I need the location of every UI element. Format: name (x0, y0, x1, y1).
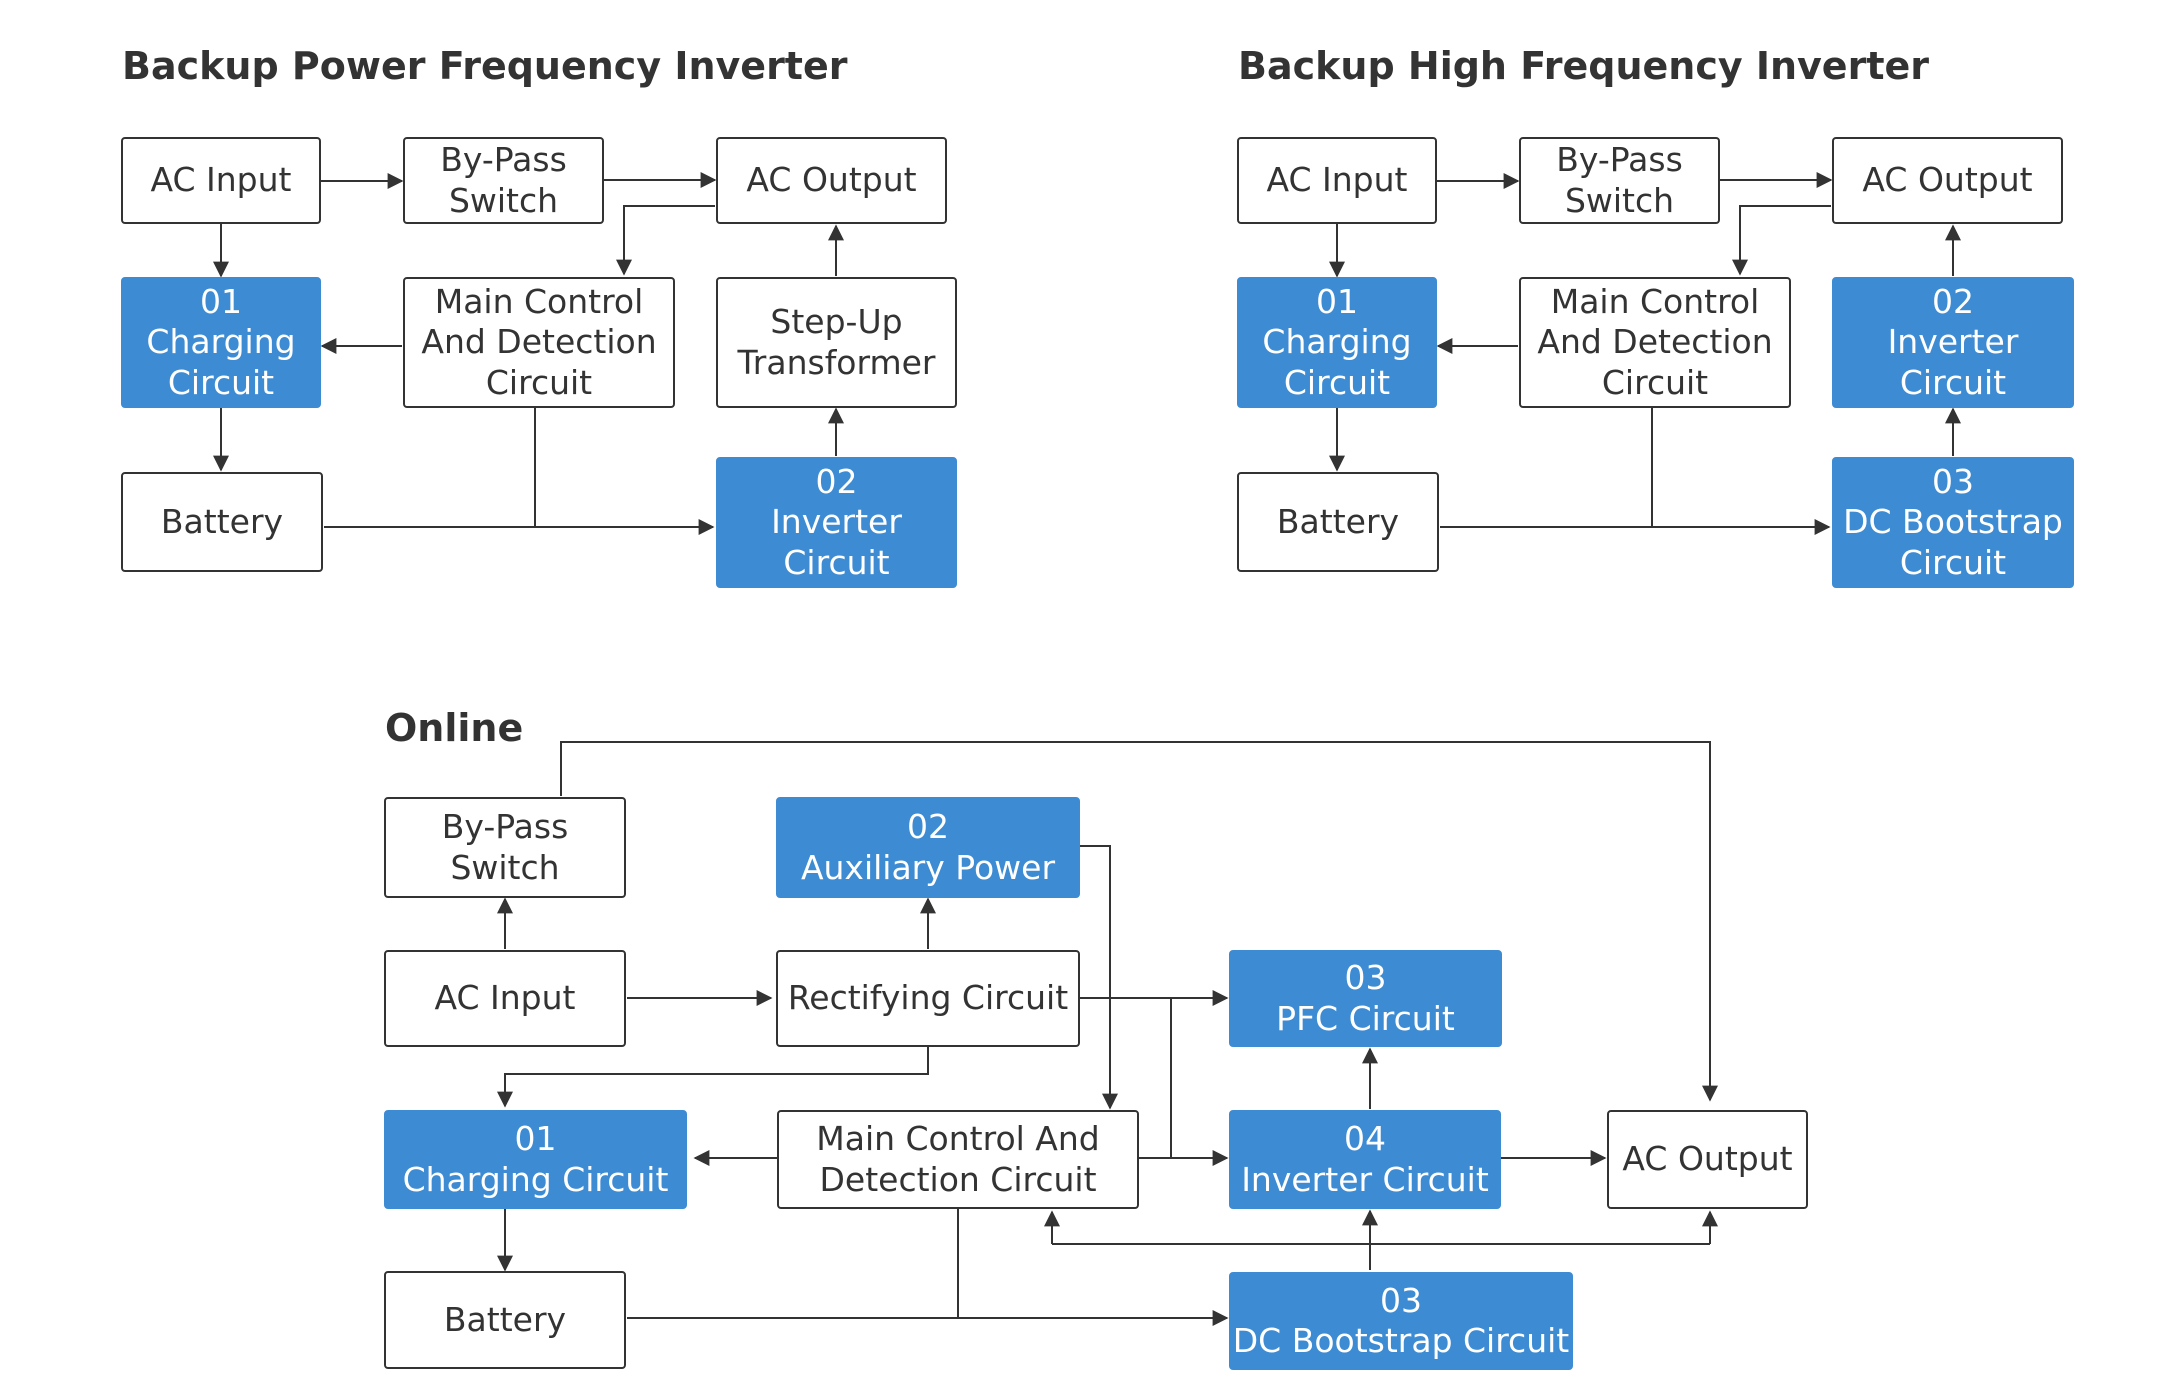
pf-main-control-box: Main Control And Detection Circuit (403, 277, 675, 408)
box-label: And Detection (1537, 322, 1773, 362)
box-label: Switch (448, 180, 559, 220)
box-number: 01 (200, 282, 242, 322)
box-label: AC Output (1622, 1139, 1793, 1179)
box-label: Main Control (434, 282, 644, 322)
box-number: 03 (1344, 958, 1387, 998)
on-inverter-circuit-box: 04 Inverter Circuit (1229, 1110, 1501, 1209)
box-label: AC Input (1266, 160, 1408, 200)
box-label: Charging Circuit (402, 1159, 669, 1199)
box-label: Main Control (1550, 282, 1760, 322)
box-number: 01 (514, 1119, 557, 1159)
box-number: 03 (1932, 462, 1974, 502)
pf-step-up-transformer-box: Step-Up Transformer (716, 277, 957, 408)
box-label: By-Pass (1556, 140, 1683, 180)
pf-ac-input-box: AC Input (121, 137, 321, 224)
on-auxiliary-power-box: 02 Auxiliary Power (776, 797, 1080, 898)
on-bypass-switch-box: By-Pass Switch (384, 797, 626, 898)
box-label: Inverter Circuit (1241, 1159, 1489, 1199)
box-label: Charging (146, 322, 296, 362)
box-label: DC Bootstrap (1843, 502, 2063, 542)
box-number: 02 (815, 462, 858, 502)
hf-inverter-circuit-box: 02 Inverter Circuit (1832, 277, 2074, 408)
box-label: And Detection (421, 322, 657, 362)
pf-ac-output-box: AC Output (716, 137, 947, 224)
box-label: Inverter (1887, 322, 2019, 362)
box-number: 03 (1380, 1280, 1422, 1320)
box-number: 01 (1316, 282, 1358, 322)
box-number: 04 (1344, 1119, 1386, 1159)
box-number: 02 (1932, 282, 1974, 322)
on-charging-circuit-box: 01 Charging Circuit (384, 1110, 687, 1209)
hf-charging-circuit-box: 01 Charging Circuit (1237, 277, 1437, 408)
box-label: Battery (1276, 501, 1400, 541)
box-label: Circuit (167, 362, 275, 402)
hf-ac-output-box: AC Output (1832, 137, 2063, 224)
box-label: Detection Circuit (819, 1159, 1097, 1199)
box-label: Transformer (737, 342, 936, 382)
box-label: Rectifying Circuit (787, 978, 1069, 1018)
hf-ac-input-box: AC Input (1237, 137, 1437, 224)
box-label: Step-Up (770, 302, 903, 342)
on-rectifying-circuit-box: Rectifying Circuit (776, 950, 1080, 1047)
box-number: 02 (907, 807, 949, 847)
box-label: Main Control And (816, 1119, 1100, 1159)
hf-battery-box: Battery (1237, 472, 1439, 572)
on-main-control-box: Main Control And Detection Circuit (777, 1110, 1139, 1209)
hf-dc-bootstrap-box: 03 DC Bootstrap Circuit (1832, 457, 2074, 588)
hf-bypass-switch-box: By-Pass Switch (1519, 137, 1720, 224)
section-title-high-frequency: Backup High Frequency Inverter (1238, 44, 1929, 88)
hf-main-control-box: Main Control And Detection Circuit (1519, 277, 1791, 408)
pf-battery-box: Battery (121, 472, 323, 572)
pf-charging-circuit-box: 01 Charging Circuit (121, 277, 321, 408)
pf-bypass-switch-box: By-Pass Switch (403, 137, 604, 224)
on-ac-output-box: AC Output (1607, 1110, 1808, 1209)
box-label: Circuit (783, 542, 890, 582)
box-label: AC Output (746, 160, 917, 200)
box-label: Charging (1262, 322, 1412, 362)
box-label: By-Pass (440, 140, 567, 180)
box-label: Circuit (1601, 362, 1709, 402)
section-title-power-frequency: Backup Power Frequency Inverter (122, 44, 848, 88)
box-label: Circuit (485, 362, 593, 402)
box-label: PFC Circuit (1276, 998, 1455, 1038)
on-pfc-circuit-box: 03 PFC Circuit (1229, 950, 1502, 1047)
box-label: Circuit (1283, 362, 1391, 402)
box-label: Battery (443, 1299, 567, 1339)
box-label: AC Input (434, 978, 576, 1018)
pf-inverter-circuit-box: 02 Inverter Circuit (716, 457, 957, 588)
box-label: Circuit (1899, 362, 2007, 402)
section-title-online: Online (385, 706, 524, 750)
on-ac-input-box: AC Input (384, 950, 626, 1047)
on-battery-box: Battery (384, 1271, 626, 1369)
box-label: Switch (1564, 180, 1675, 220)
box-label: Auxiliary Power (800, 847, 1056, 887)
box-label: AC Input (150, 160, 292, 200)
box-label: Switch (450, 847, 560, 887)
box-label: Circuit (1899, 542, 2007, 582)
box-label: By-Pass (441, 807, 569, 847)
box-label: Inverter (771, 502, 902, 542)
on-dc-bootstrap-box: 03 DC Bootstrap Circuit (1229, 1272, 1573, 1370)
box-label: AC Output (1862, 160, 2033, 200)
box-label: Battery (160, 501, 284, 541)
box-label: DC Bootstrap Circuit (1232, 1321, 1570, 1360)
